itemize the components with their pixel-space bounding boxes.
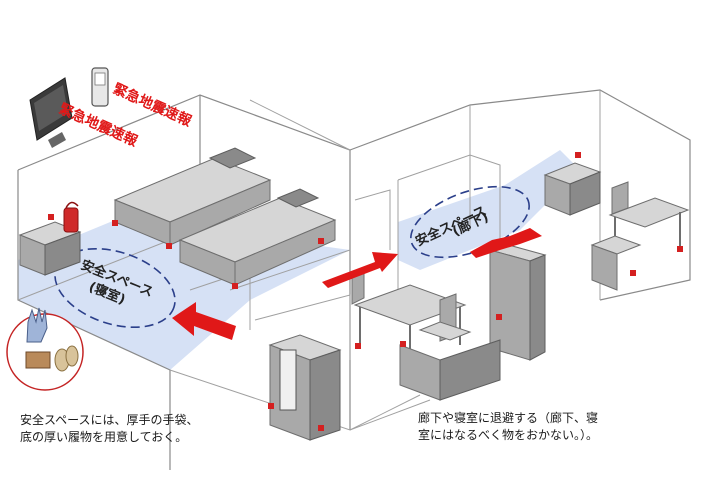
gloves-slippers-icon bbox=[6, 307, 84, 391]
hallway-safe-floor bbox=[398, 150, 580, 270]
wardrobe bbox=[268, 334, 342, 441]
sideboard bbox=[543, 152, 602, 216]
evac-arrow-hall-curve bbox=[470, 228, 542, 258]
left-caption: 安全スペースには、厚手の手袋、 底の厚い履物を用意しておく。 bbox=[20, 412, 199, 446]
intercom-icon bbox=[91, 67, 109, 107]
tv-icon bbox=[29, 77, 73, 148]
chair-far-right bbox=[590, 235, 642, 291]
evac-arrow-hall bbox=[322, 252, 398, 288]
arrow-icon bbox=[172, 228, 542, 340]
bed-back bbox=[112, 147, 272, 249]
dining-table bbox=[353, 284, 467, 368]
right-caption-line2: 室にはなるべく物をおかない。）。 bbox=[418, 428, 599, 442]
right-caption: 廊下や寝室に退避する（廊下、寝 室にはなるべく物をおかない。）。 bbox=[418, 410, 598, 444]
tall-storage bbox=[399, 243, 547, 401]
eew-label-back: 緊急地震速報 bbox=[110, 80, 195, 130]
left-caption-line1: 安全スペースには、厚手の手袋、 bbox=[20, 413, 199, 427]
chair-right bbox=[418, 293, 472, 342]
right-caption-line1: 廊下や寝室に退避する（廊下、寝 bbox=[418, 411, 599, 425]
evac-arrow-bedroom bbox=[172, 302, 236, 340]
bedroom-cabinet bbox=[18, 214, 82, 276]
left-caption-line2: 底の厚い履物を用意しておく。 bbox=[20, 430, 188, 444]
fire-extinguisher-icon bbox=[63, 201, 79, 233]
bed-front bbox=[178, 188, 337, 289]
